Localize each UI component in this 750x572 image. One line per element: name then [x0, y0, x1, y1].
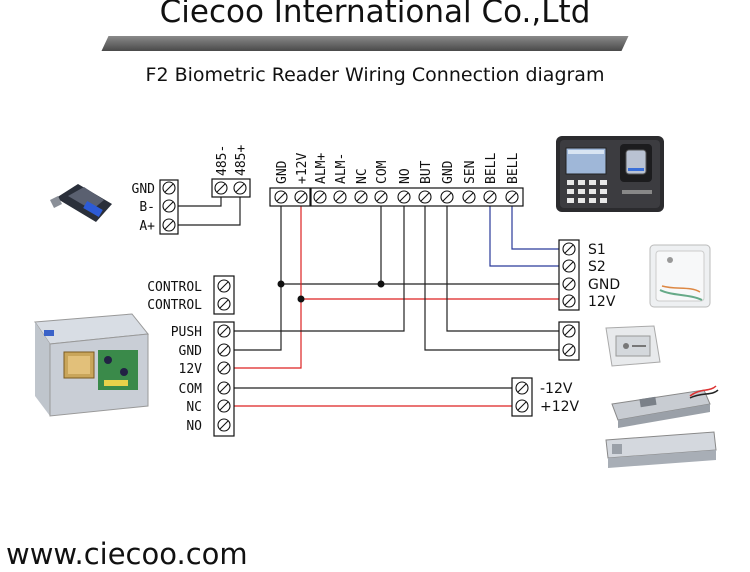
terminal-screw — [515, 399, 529, 413]
terminal-screw — [294, 190, 308, 204]
terminal-screw — [374, 190, 388, 204]
lock-terminal-block: -12V +12V — [511, 377, 580, 417]
terminal-label: NO — [398, 168, 413, 184]
terminal-screw — [217, 361, 231, 375]
terminal-screw — [217, 418, 231, 432]
terminal-label: B- — [139, 200, 155, 215]
terminal-label: ALM- — [334, 153, 349, 184]
diagram-subtitle: F2 Biometric Reader Wiring Connection di… — [145, 64, 605, 86]
converter-terminal-block: GND B- A+ — [132, 179, 179, 235]
terminal-screw — [233, 181, 247, 195]
terminal-screw — [214, 181, 228, 195]
junction-dot — [377, 280, 385, 288]
terminal-label: GND — [179, 344, 203, 359]
wire-gnd-exit — [446, 197, 568, 332]
terminal-label: PUSH — [171, 325, 202, 340]
terminal-screw — [562, 324, 576, 338]
company-title: Ciecoo International Co.,Ltd — [159, 0, 591, 30]
terminal-label: GND — [132, 182, 156, 197]
junction-dot — [297, 295, 305, 303]
control-terminal-block: CONTROL CONTROL — [147, 275, 235, 315]
rs485-converter-icon — [50, 184, 112, 222]
wire-bell-s2 — [489, 197, 568, 267]
wire-reader-12v-psu-12v — [233, 197, 302, 369]
terminal-label: S1 — [588, 242, 606, 258]
terminal-label: BELL — [506, 153, 521, 184]
terminal-screw — [162, 199, 176, 213]
terminal-label: NC — [355, 168, 370, 184]
terminal-label: BELL — [484, 153, 499, 184]
terminal-screw — [217, 297, 231, 311]
terminal-label: COM — [375, 160, 390, 184]
terminal-label: +12V — [540, 399, 580, 415]
terminal-screw — [440, 190, 454, 204]
wire-no-push — [233, 197, 405, 332]
terminal-label: NC — [186, 400, 202, 415]
terminal-screw — [562, 277, 576, 291]
terminal-screw — [217, 324, 231, 338]
footer-website-url[interactable]: www.ciecoo.com — [6, 537, 248, 571]
terminal-screw — [162, 218, 176, 232]
doorbell-icon — [649, 244, 711, 308]
power-supply-icon — [34, 313, 149, 417]
terminal-label: A+ — [139, 219, 155, 234]
fingerprint-reader-icon — [556, 136, 664, 212]
terminal-screw — [217, 279, 231, 293]
terminal-screw — [333, 190, 347, 204]
terminal-screw — [217, 343, 231, 357]
terminal-label: 12V — [588, 294, 616, 310]
terminal-label: GND — [441, 160, 456, 184]
terminal-label: CONTROL — [147, 280, 202, 295]
terminal-screw — [397, 190, 411, 204]
junction-dot — [277, 280, 285, 288]
terminal-screw — [562, 259, 576, 273]
terminal-screw — [354, 190, 368, 204]
terminal-label: S2 — [588, 259, 606, 275]
wire-bell-s1 — [511, 197, 568, 250]
terminal-screw — [562, 343, 576, 357]
terminal-label: GND — [588, 277, 620, 293]
terminal-label: 485+ — [234, 145, 249, 176]
terminal-label: GND — [275, 160, 290, 184]
wire-a-to-485-plus — [177, 188, 241, 226]
terminal-label: CONTROL — [147, 298, 202, 313]
terminal-label: COM — [179, 382, 203, 397]
exit-button-terminal-block — [558, 321, 580, 361]
rs485-terminal-block: 485- 485+ — [211, 145, 251, 198]
terminal-screw — [162, 181, 176, 195]
terminal-label: NO — [186, 419, 202, 434]
wire-reader-gnd-psu-gnd — [233, 197, 282, 351]
terminal-screw — [217, 381, 231, 395]
magnetic-lock-icon — [605, 431, 717, 468]
terminal-screw — [515, 381, 529, 395]
terminal-label: -12V — [540, 381, 573, 397]
bell-terminal-block: S1 S2 GND 12V — [558, 239, 620, 311]
terminal-screw — [274, 190, 288, 204]
psu-terminal-block: PUSH GND 12V COM NC NO — [171, 321, 235, 437]
reader-terminal-block: GND +12V ALM+ ALM- NC COM NO BUT GND SEN… — [269, 153, 524, 207]
wire-but-exit — [424, 197, 568, 351]
terminal-label: +12V — [295, 153, 310, 184]
terminal-screw — [462, 190, 476, 204]
terminal-screw — [505, 190, 519, 204]
terminal-label: 12V — [179, 362, 203, 377]
terminal-label: SEN — [463, 161, 478, 184]
terminal-screw — [562, 242, 576, 256]
terminal-screw — [418, 190, 432, 204]
terminal-screw — [483, 190, 497, 204]
terminal-screw — [217, 399, 231, 413]
exit-button-icon — [605, 325, 661, 367]
electric-bolt-lock-icon — [611, 385, 719, 428]
terminal-label: 485- — [215, 145, 230, 176]
terminal-screw — [562, 294, 576, 308]
terminal-screw — [313, 190, 327, 204]
wires — [177, 188, 568, 407]
terminal-label: ALM+ — [314, 153, 329, 184]
terminal-label: BUT — [419, 160, 434, 184]
